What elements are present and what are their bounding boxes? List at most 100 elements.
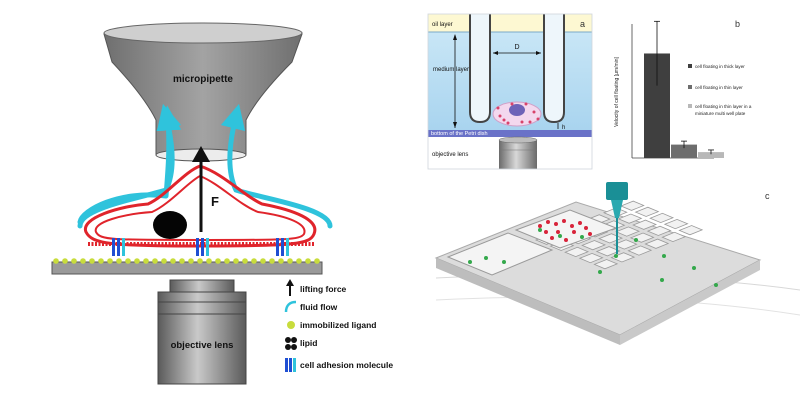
panel-b: b Velocity of cell floating [µm/min] cel…	[614, 19, 752, 159]
panel-a-lens	[498, 136, 538, 169]
panel-a-letter: a	[580, 19, 585, 29]
small-well	[615, 226, 641, 237]
cell-dot	[550, 236, 554, 240]
small-well	[632, 219, 658, 230]
legend-swatch	[688, 104, 692, 108]
small-well	[593, 259, 619, 270]
ligand-dot	[296, 258, 302, 264]
ligand-dot	[134, 258, 140, 264]
cell-dot	[662, 254, 666, 258]
ligand-dot	[524, 102, 528, 106]
bar	[698, 152, 724, 158]
small-well	[617, 213, 643, 224]
small-well	[578, 252, 604, 264]
ligand-dot	[62, 258, 68, 264]
ligand-dot	[89, 258, 95, 264]
cell-dot	[558, 234, 562, 238]
ligand-dot	[305, 258, 311, 264]
ligand-dot	[107, 258, 113, 264]
legend-fluid-flow: fluid flow	[284, 300, 338, 313]
ligand-dot	[502, 118, 506, 122]
cell-dot	[538, 224, 542, 228]
ligand-dot	[116, 258, 122, 264]
ligand-dot	[71, 258, 77, 264]
small-well	[646, 225, 672, 236]
ligand-dot	[536, 117, 540, 121]
cell-dot	[484, 256, 488, 260]
svg-text:immobilized ligand: immobilized ligand	[300, 320, 377, 330]
large-well-left	[446, 232, 554, 276]
ligand-dot	[206, 258, 212, 264]
cell-dot	[578, 221, 582, 225]
small-well	[644, 238, 670, 249]
ligand-dot	[170, 258, 176, 264]
oil-layer-label: oil layer	[432, 22, 453, 28]
ligand-dot	[269, 258, 275, 264]
left-schematic: micropipette F	[51, 22, 393, 385]
ligand-dot	[498, 114, 502, 118]
panel-a-cell	[492, 101, 542, 127]
ligand-dot	[188, 258, 194, 264]
legend-label: cell floating in thin layer	[695, 85, 743, 90]
ligand-dot	[506, 121, 510, 125]
objective-lens: objective lens	[157, 279, 247, 385]
bar	[671, 144, 697, 158]
svg-text:lifting force: lifting force	[300, 284, 347, 294]
legend: lifting force fluid flow immobilized lig…	[284, 279, 393, 372]
cell-dot	[714, 283, 718, 287]
ligand-dot	[125, 258, 131, 264]
bar-chart: cell floating in thick layer cell floatin…	[631, 20, 752, 159]
svg-text:cell adhesion molecule: cell adhesion molecule	[300, 360, 393, 370]
ligand-dot	[528, 120, 532, 124]
legend-lifting-force: lifting force	[286, 279, 347, 296]
cell-dot	[570, 224, 574, 228]
small-well	[634, 206, 660, 217]
cell-dot	[634, 238, 638, 242]
legend-adhesion: cell adhesion molecule	[285, 358, 393, 372]
small-well	[661, 231, 687, 243]
panel-c: c	[434, 182, 800, 345]
panel-b-letter: b	[735, 19, 740, 29]
cell-dot	[502, 260, 506, 264]
lifting-force-arrow: F	[192, 146, 219, 232]
legend-label: cell floating in thin layer in a	[695, 104, 752, 109]
small-well	[678, 225, 704, 236]
ligand-dot	[98, 258, 104, 264]
small-well	[663, 218, 689, 230]
legend-label: cell floating in thick layer	[695, 64, 745, 69]
ligand-dot	[143, 258, 149, 264]
dispensing-needle	[606, 182, 628, 254]
cell-dot	[580, 235, 584, 239]
legend-lipid: lipid	[285, 337, 317, 350]
micropipette-label: micropipette	[173, 74, 233, 85]
cell-dot	[614, 254, 618, 258]
ligand-dot	[532, 110, 536, 114]
legend-label: miniature multi well plate	[695, 111, 746, 116]
ligand-dot	[251, 258, 257, 264]
small-well	[595, 246, 621, 257]
ligand-dot	[80, 258, 86, 264]
panel-c-letter: c	[765, 191, 770, 201]
cell-dot	[598, 270, 602, 274]
adhesion-molecules	[112, 238, 289, 256]
ligand-dot	[53, 258, 59, 264]
cell-dot	[584, 226, 588, 230]
ligand-dot	[152, 258, 158, 264]
small-well	[610, 252, 636, 263]
cell-dot	[572, 230, 576, 234]
cell-dot	[660, 278, 664, 282]
cell-dot	[554, 222, 558, 226]
legend-ligand: immobilized ligand	[287, 320, 377, 330]
ligand-dot	[233, 258, 239, 264]
svg-text:lipid: lipid	[300, 338, 317, 348]
cell-dot	[556, 230, 560, 234]
cell-dot	[564, 238, 568, 242]
svg-text:fluid flow: fluid flow	[300, 302, 338, 312]
small-well	[612, 239, 638, 250]
ligand-dot	[224, 258, 230, 264]
cell-dot	[544, 230, 548, 234]
cell-dot	[546, 220, 550, 224]
legend-swatch	[688, 85, 692, 89]
ligand-dot	[242, 258, 248, 264]
